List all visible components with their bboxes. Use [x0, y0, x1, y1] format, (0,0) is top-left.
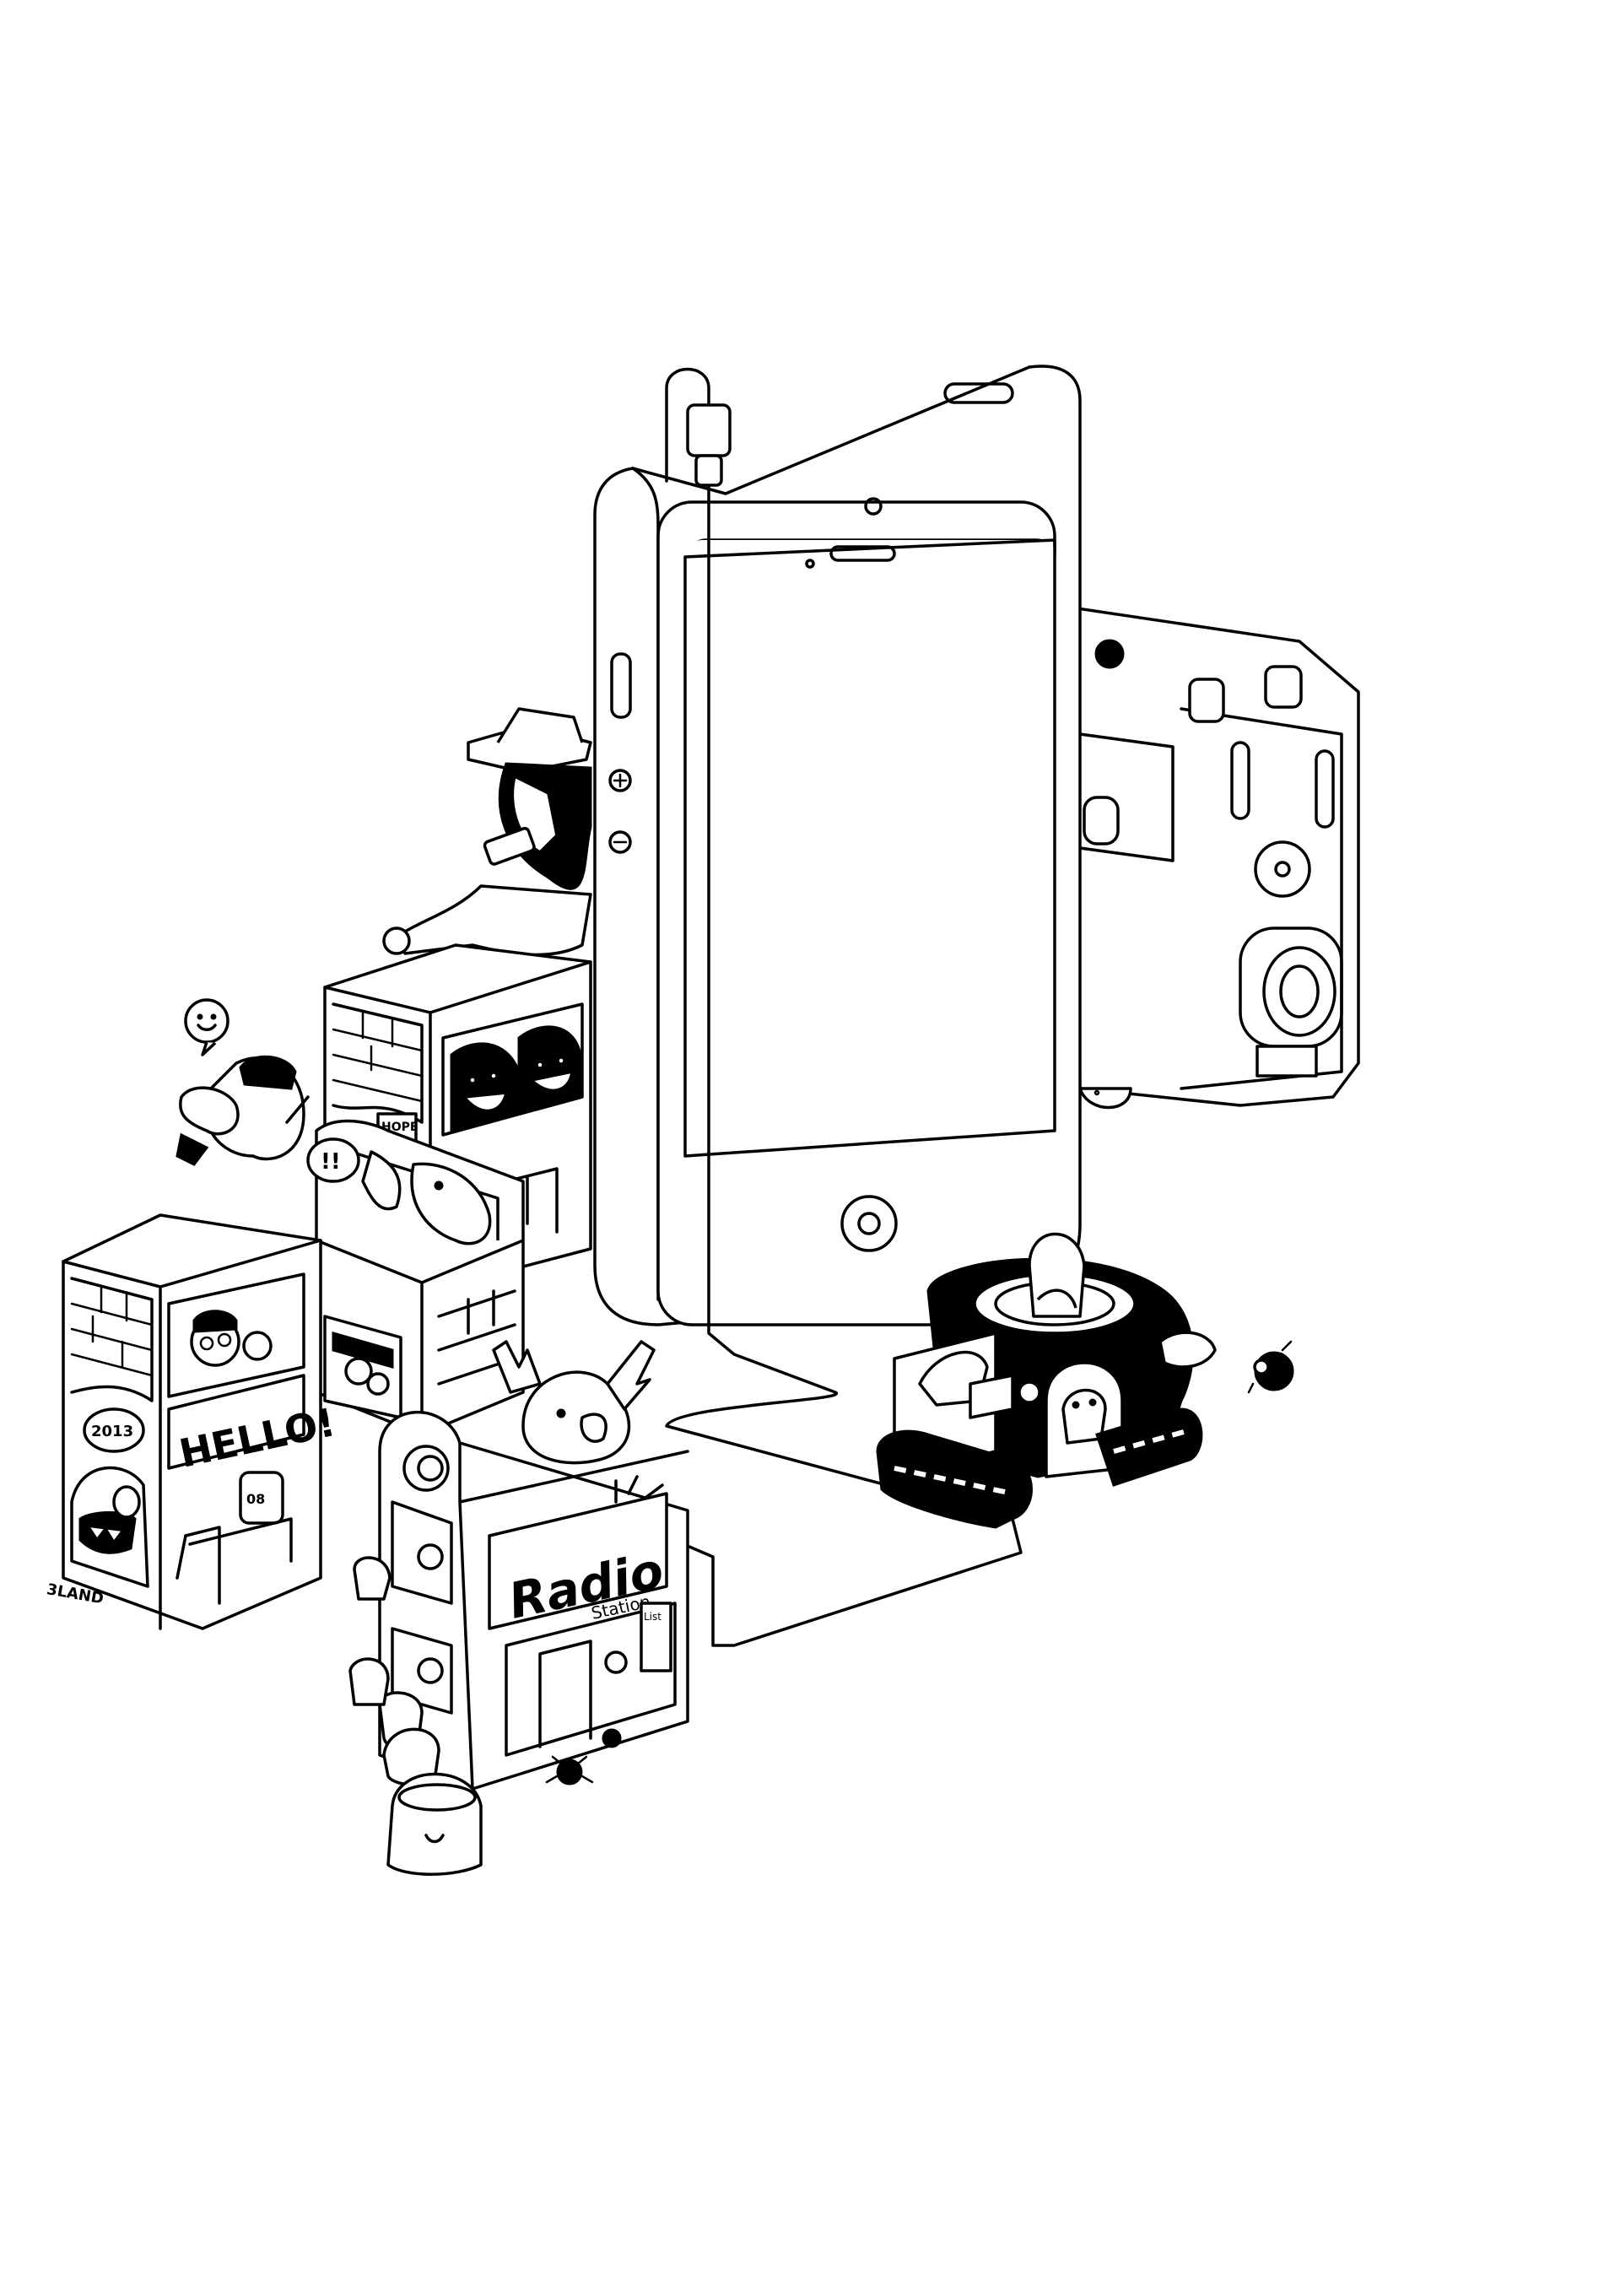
turntable-robot: [876, 1232, 1217, 1529]
audio-cable: [665, 484, 1023, 1647]
person-with-hat: [382, 707, 592, 957]
hello-building: HELLO! 2013 3LAND 08: [46, 1213, 339, 1630]
svg-text:!!: !!: [321, 1149, 341, 1175]
svg-text:08: 08: [246, 1491, 265, 1507]
smartphone: [593, 365, 1082, 1326]
radio-station: Radio Station List: [348, 1340, 689, 1876]
small-bug: [1247, 1340, 1294, 1394]
character-smile-bubble: [176, 998, 310, 1166]
camera: [1070, 606, 1360, 1110]
list-sign: List: [644, 1611, 662, 1623]
middle-building: !!: [306, 1119, 525, 1436]
year-badge: 2013: [91, 1423, 133, 1440]
